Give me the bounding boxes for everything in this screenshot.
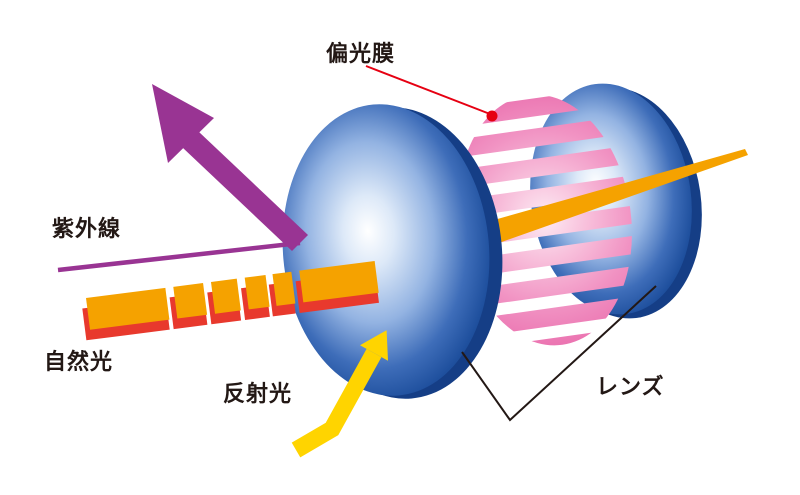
film-pointer-line — [365, 65, 491, 115]
natural-light-orange-layer — [86, 261, 379, 330]
natural-light-band-orange — [299, 261, 379, 303]
natural-light-band-orange — [272, 271, 296, 306]
film-stripe — [442, 143, 648, 192]
lens-pointer-line — [461, 285, 657, 422]
transmitted-light-beam — [462, 149, 748, 256]
uv-arrow-shaft — [183, 132, 308, 251]
lens-label: レンズ — [596, 375, 665, 400]
film-stripe — [449, 262, 648, 310]
natural-light-label: 自然光 — [44, 350, 114, 375]
natural-light-band-orange — [86, 287, 170, 330]
natural-light-band-orange — [173, 283, 208, 319]
film-stripe — [442, 113, 644, 162]
film-pointer — [365, 65, 498, 122]
natural-light-bands — [82, 261, 379, 341]
reflected-light-shaft — [291, 348, 382, 458]
front-lens-face — [282, 104, 490, 396]
reflected-light-label: 反射光 — [223, 382, 293, 407]
natural-light-band-orange — [244, 275, 270, 310]
uv-ray-line — [57, 240, 301, 273]
reflected-light-head — [360, 330, 388, 361]
reflected-light-arrow — [291, 330, 388, 458]
uv-arrow — [57, 84, 308, 273]
natural-light-band-orange — [210, 278, 241, 314]
uv-light-label: 紫外線 — [52, 217, 122, 242]
film-pointer-dot — [486, 110, 498, 122]
polarizing-film-label: 偏光膜 — [326, 42, 396, 67]
front-lens — [282, 104, 503, 399]
uv-arrow-head — [152, 84, 214, 163]
